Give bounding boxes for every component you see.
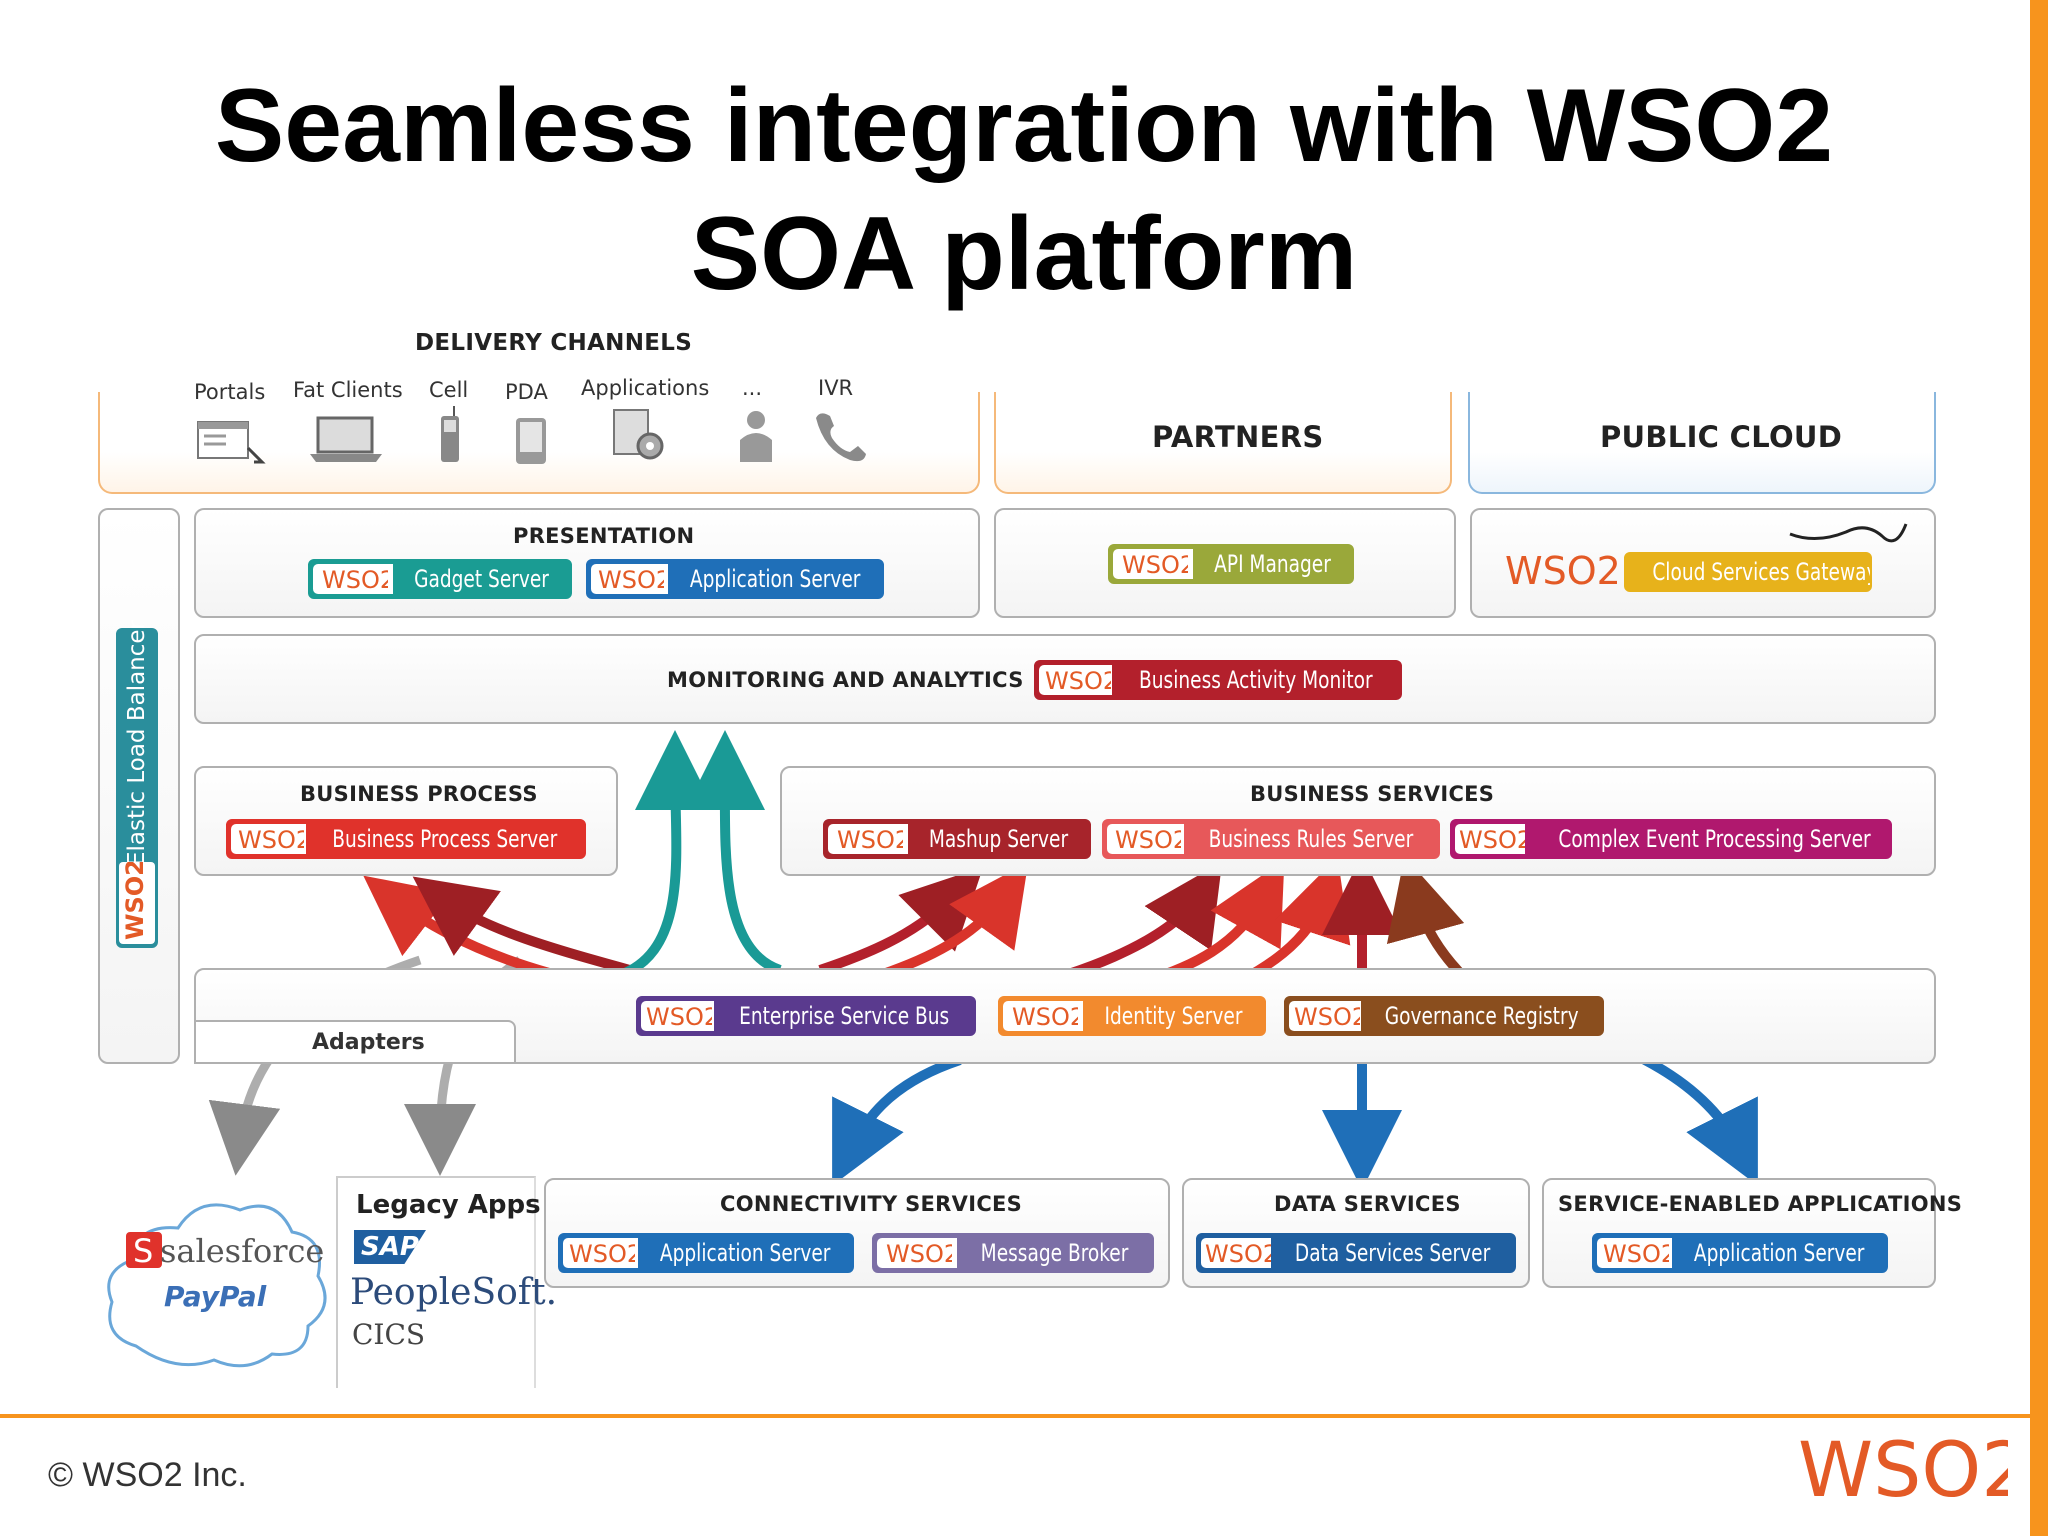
footer-divider	[0, 1414, 2030, 1418]
arrow-to-connectivity	[832, 1055, 962, 1186]
svg-text:WSO2: WSO2	[1012, 1003, 1078, 1031]
svg-text:WSO2: WSO2	[322, 566, 388, 594]
legacy-apps-box	[336, 1176, 536, 1388]
svg-text:WSO2: WSO2	[238, 826, 304, 854]
channel-label-pda: PDA	[505, 380, 548, 404]
portal-icon	[197, 421, 266, 464]
connectivity-heading: CONNECTIVITY SERVICES	[720, 1192, 1023, 1216]
svg-text:WSO2: WSO2	[569, 1240, 635, 1268]
partners-box	[994, 392, 1452, 494]
svg-text:WSO2: WSO2	[646, 1003, 712, 1031]
slide-title: Seamless integration with WSO2 SOA platf…	[0, 62, 2048, 318]
svg-text:WSO2: WSO2	[837, 826, 903, 854]
paypal-logo: PayPal	[164, 1280, 267, 1313]
channel-label-ivr: IVR	[818, 376, 854, 400]
channel-label-cell: Cell	[429, 378, 469, 402]
arrow-to-monitoring-1	[618, 730, 716, 980]
partners-heading: PARTNERS	[1152, 420, 1324, 454]
slide-title-line2: SOA platform	[690, 196, 1358, 312]
data-services-heading: DATA SERVICES	[1274, 1192, 1461, 1216]
arrow-to-monitoring-2	[684, 730, 782, 975]
svg-text:WSO2: WSO2	[1045, 667, 1111, 695]
monitoring-heading: MONITORING AND ANALYTICS	[667, 668, 1024, 692]
channel-label-fat-clients: Fat Clients	[293, 378, 403, 402]
svg-text:S: S	[133, 1232, 153, 1270]
elb-label: Elastic Load Balancer	[124, 619, 151, 867]
copyright-text: © WSO2 Inc.	[48, 1456, 247, 1494]
svg-text:WSO2: WSO2	[1205, 1240, 1271, 1268]
user-icon	[740, 411, 772, 462]
business-process-heading: BUSINESS PROCESS	[300, 782, 538, 806]
peoplesoft-logo: PeopleSoft.	[350, 1272, 558, 1313]
elb-wso2-logo: WSO2	[119, 859, 155, 944]
salesforce-logo: salesforce	[160, 1232, 325, 1270]
elb-label-wrap: Elastic Load Balancer	[116, 620, 158, 866]
slide-title-line1: Seamless integration with WSO2	[214, 68, 1834, 184]
salesforce-s-logo: S	[126, 1232, 162, 1270]
svg-text:WSO2: WSO2	[1122, 551, 1188, 579]
presentation-heading: PRESENTATION	[513, 524, 695, 548]
svg-text:WSO2: WSO2	[1294, 1003, 1360, 1031]
svg-text:WSO2: WSO2	[1115, 826, 1181, 854]
svg-text:WSO2: WSO2	[1459, 826, 1525, 854]
public-cloud-heading: PUBLIC CLOUD	[1600, 420, 1843, 454]
cloud-services-gateway-badge[interactable]: Cloud Services Gateway	[1624, 552, 1872, 592]
wso2-footer-logo-text: WSO2	[1798, 1430, 2008, 1514]
applications-icon	[613, 409, 664, 460]
channel-label-ellipsis: ...	[742, 376, 763, 400]
arrow-to-mashup-2	[878, 862, 1029, 980]
adapters-tab	[194, 1020, 516, 1064]
wso2-footer-logo: WSO2	[1798, 1430, 2008, 1514]
laptop-icon	[310, 416, 382, 462]
elb-logo-text: WSO2	[121, 862, 149, 940]
channel-label-applications: Applications	[581, 376, 710, 400]
cell-phone-icon	[441, 406, 459, 462]
svg-text:WSO2: WSO2	[1603, 1240, 1669, 1268]
adapters-label: Adapters	[312, 1030, 425, 1055]
cloud-gateway-wso2-logo: WSO2	[1505, 549, 1621, 593]
cloud-swoosh-icon	[1789, 523, 1908, 543]
pda-icon	[516, 418, 546, 464]
service-enabled-heading: SERVICE-ENABLED APPLICATIONS	[1558, 1192, 1963, 1216]
right-accent-bar	[2030, 0, 2048, 1536]
cloud-apps-cloud	[107, 1203, 327, 1368]
phone-handset-icon	[816, 413, 866, 462]
delivery-channels-heading: DELIVERY CHANNELS	[415, 330, 693, 356]
svg-text:WSO2: WSO2	[886, 1240, 952, 1268]
svg-text:WSO2: WSO2	[598, 566, 664, 594]
legacy-apps-heading: Legacy Apps	[356, 1190, 541, 1220]
cics-label: CICS	[352, 1318, 426, 1351]
public-cloud-box	[1468, 392, 1936, 494]
arrow-to-mashup-1	[818, 866, 984, 975]
channel-label-portals: Portals	[194, 380, 266, 404]
business-services-heading: BUSINESS SERVICES	[1250, 782, 1495, 806]
cloud-gateway-logo-text: WSO2	[1505, 549, 1621, 593]
